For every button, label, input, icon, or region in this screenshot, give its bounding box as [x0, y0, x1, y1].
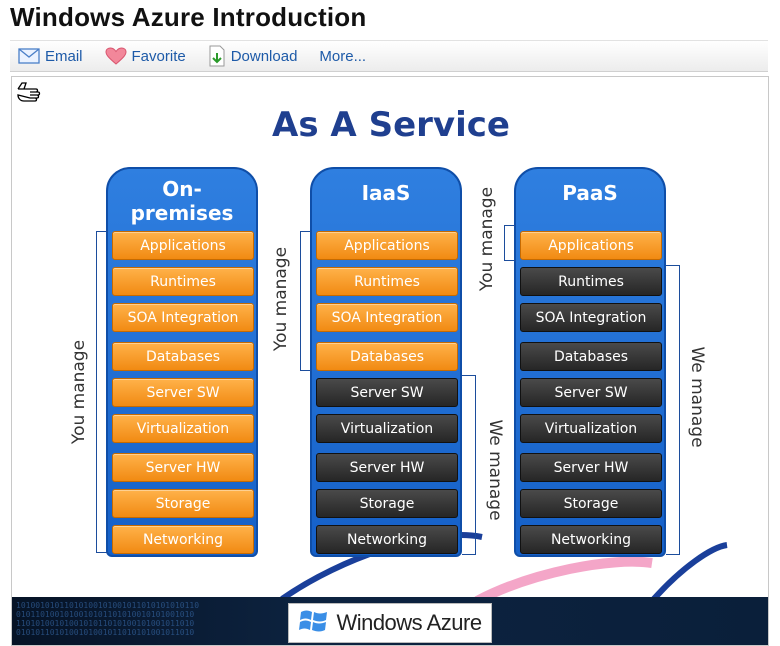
- layer-virtualization: Virtualization: [316, 414, 458, 443]
- download-button[interactable]: Download: [208, 45, 298, 67]
- layer-applications: Applications: [316, 231, 458, 260]
- we-manage-label: We manage: [485, 419, 505, 521]
- you-manage-bracket: [96, 231, 108, 553]
- download-icon: [208, 45, 226, 67]
- layer-applications: Applications: [112, 231, 254, 260]
- layer-server-hw: Server HW: [316, 453, 458, 482]
- heart-icon: [105, 47, 127, 65]
- layer-soa-integration: SOA Integration: [112, 303, 254, 332]
- column-paas: PaaS Applications Runtimes SOA Integrati…: [514, 167, 666, 557]
- column-on-premises: On- premises Applications Runtimes SOA I…: [106, 167, 258, 557]
- slide-title: As A Service: [272, 105, 510, 145]
- layer-server-sw: Server SW: [112, 378, 254, 407]
- we-manage-bracket: [666, 265, 680, 555]
- email-label: Email: [45, 47, 83, 65]
- we-manage-bracket: [462, 375, 476, 555]
- layer-runtimes: Runtimes: [316, 267, 458, 296]
- we-manage-label: We manage: [687, 346, 707, 448]
- logo-text: Windows Azure: [336, 610, 482, 635]
- layer-virtualization: Virtualization: [520, 414, 662, 443]
- layer-storage: Storage: [520, 489, 662, 518]
- layer-runtimes: Runtimes: [520, 267, 662, 296]
- column-heading-line1: On-: [162, 177, 202, 201]
- layer-networking: Networking: [520, 525, 662, 554]
- column-heading: PaaS: [562, 181, 618, 205]
- layer-networking: Networking: [112, 525, 254, 554]
- column-heading-line2: premises: [130, 201, 234, 225]
- column-heading: IaaS: [361, 181, 411, 205]
- slide-viewer[interactable]: As A Service On- premises Applications R…: [11, 76, 769, 646]
- download-label: Download: [230, 47, 298, 65]
- you-manage-label: You manage: [271, 246, 291, 352]
- layer-virtualization: Virtualization: [112, 414, 254, 443]
- email-button[interactable]: Email: [18, 48, 83, 65]
- layer-runtimes: Runtimes: [112, 267, 254, 296]
- you-manage-bracket: [300, 231, 312, 371]
- layer-storage: Storage: [316, 489, 458, 518]
- layer-storage: Storage: [112, 489, 254, 518]
- envelope-icon: [18, 48, 40, 64]
- windows-flag-icon: [298, 606, 330, 641]
- layer-server-sw: Server SW: [520, 378, 662, 407]
- you-manage-bracket: [504, 225, 516, 261]
- layer-databases: Databases: [316, 342, 458, 371]
- action-toolbar: Email Favorite Download More...: [10, 40, 768, 72]
- layer-server-hw: Server HW: [520, 453, 662, 482]
- you-manage-label: You manage: [69, 339, 89, 445]
- page-title: Windows Azure Introduction: [10, 2, 367, 32]
- hand-pointer-icon: [16, 79, 50, 108]
- slide-footer: 10100101011010100101001011010101010110 0…: [12, 597, 768, 645]
- layer-applications: Applications: [520, 231, 662, 260]
- layer-soa-integration: SOA Integration: [520, 303, 662, 332]
- column-iaas: IaaS Applications Runtimes SOA Integrati…: [310, 167, 462, 557]
- layer-databases: Databases: [520, 342, 662, 371]
- layer-server-hw: Server HW: [112, 453, 254, 482]
- favorite-button[interactable]: Favorite: [105, 47, 186, 65]
- more-label: More...: [319, 47, 367, 65]
- you-manage-label: You manage: [477, 186, 497, 292]
- layer-databases: Databases: [112, 342, 254, 371]
- favorite-label: Favorite: [131, 47, 186, 65]
- windows-azure-logo: Windows Azure: [288, 603, 492, 643]
- binary-pattern-decoration: 10100101011010100101001011010101010110 0…: [16, 601, 200, 637]
- more-button[interactable]: More...: [319, 48, 366, 65]
- layer-networking: Networking: [316, 525, 458, 554]
- layer-soa-integration: SOA Integration: [316, 303, 458, 332]
- layer-server-sw: Server SW: [316, 378, 458, 407]
